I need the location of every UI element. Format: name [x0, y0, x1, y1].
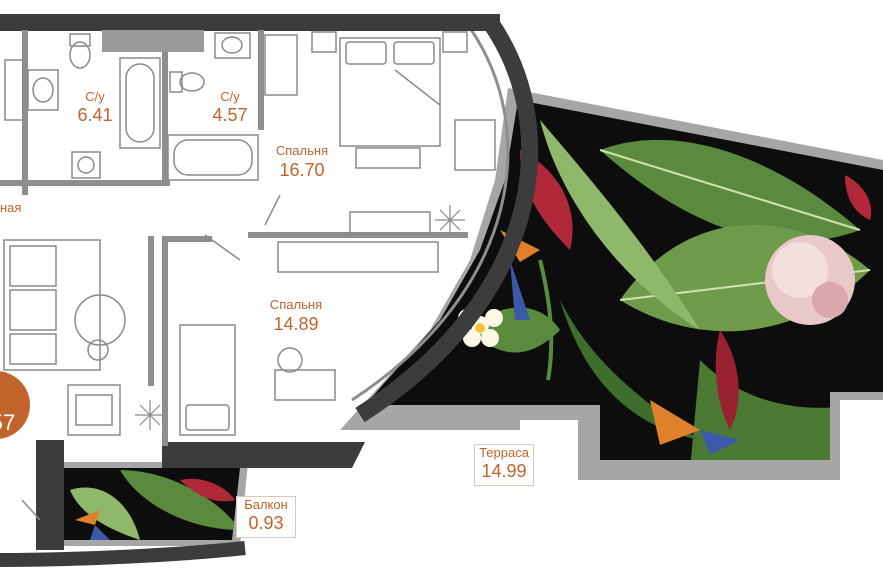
sink-icon — [214, 32, 251, 59]
room-bedroom1-area: 16.70 — [279, 160, 324, 180]
glazing-line — [351, 27, 510, 402]
wardrobe — [277, 241, 439, 273]
balcony-mural — [64, 468, 240, 540]
wardrobe — [264, 34, 298, 96]
armchair-icon — [67, 384, 121, 436]
single-bed-icon — [179, 324, 236, 436]
bottom-wall — [162, 442, 365, 468]
desk — [349, 211, 431, 235]
door-swing — [21, 499, 41, 521]
shower-tray-icon — [167, 134, 259, 181]
room-labels: С/у 6.41 С/у 4.57 Спальня 16.70 Спальня … — [0, 89, 328, 334]
terrace-area-value: 14.99 — [481, 461, 527, 481]
room-bedroom2-area: 14.89 — [273, 314, 318, 334]
washing-machine-icon — [71, 151, 101, 179]
left-post — [36, 440, 64, 550]
room-bath2-area: 4.57 — [212, 105, 247, 125]
top-wall — [0, 14, 500, 31]
nightstand — [442, 31, 468, 53]
balcony-area — [60, 462, 248, 546]
interior-walls — [0, 30, 468, 446]
sink-icon — [27, 69, 59, 111]
room-bath1-name: С/у — [85, 89, 105, 104]
exterior-walls — [0, 14, 539, 567]
room-bath1-area: 6.41 — [77, 105, 112, 125]
plant-icon — [135, 205, 465, 430]
terrace-label: Терраса 14.99 — [474, 444, 534, 486]
furniture — [3, 31, 496, 521]
balcony-name: Балкон — [244, 497, 288, 512]
bottom-curved-wall — [0, 541, 246, 567]
bathtub-icon — [119, 57, 161, 149]
door-swing — [264, 194, 281, 226]
bench — [355, 147, 421, 169]
door-swing — [204, 234, 241, 261]
toilet-icon — [69, 33, 91, 69]
room-bedroom1-name: Спальня — [276, 143, 328, 158]
room-living-name-partial: ная — [0, 200, 21, 215]
balcony-area-value: 0.93 — [248, 513, 284, 533]
terrace-area — [340, 88, 883, 480]
stool — [87, 339, 109, 361]
nightstand — [311, 31, 337, 53]
terrace-mural — [365, 100, 883, 460]
toilet-icon — [169, 71, 205, 93]
mirror-cabinet — [4, 59, 24, 121]
desk — [274, 369, 336, 401]
balcony-label: Балкон 0.93 — [236, 496, 296, 538]
double-bed-icon — [339, 37, 441, 147]
chair — [277, 347, 303, 373]
chair — [454, 119, 496, 171]
sofa-icon — [3, 239, 101, 371]
room-bath2-name: С/у — [220, 89, 240, 104]
room-bedroom2-name: Спальня — [270, 297, 322, 312]
protea-flower — [765, 235, 855, 325]
terrace-name: Терраса — [479, 445, 529, 460]
area-badge-value: 57 — [0, 410, 15, 435]
area-badge: 57 — [0, 371, 30, 439]
round-table — [74, 294, 126, 346]
curved-exterior-wall — [355, 17, 539, 423]
